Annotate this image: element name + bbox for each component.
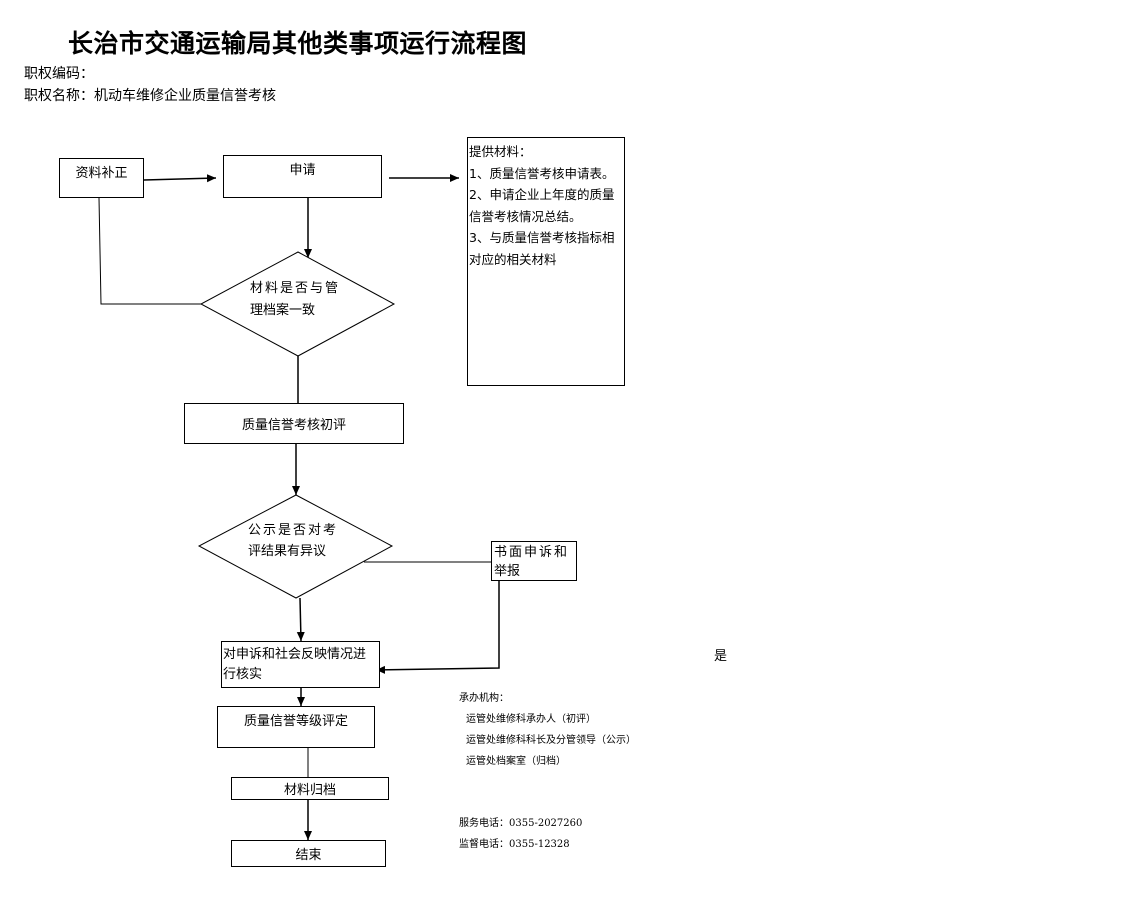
materials-item: 3、与质量信誉考核指标相 [469,230,615,245]
yes-label: 是 [714,649,728,664]
publicity-label-line2: 评结果有异议 [248,544,327,559]
org-item: 运管处维修科科长及分管领导（公示） [466,735,636,746]
apply-label: 申请 [289,163,316,178]
materials-item: 2、申请企业上年度的质量 [469,187,615,202]
arrow-supplement-to-apply [143,174,217,183]
complaint-label-line2: 举报 [494,564,521,579]
apply-box: 申请 [223,155,382,198]
arrow-complaint-to-verify [375,581,500,674]
publicity-label-line1: 公示是否对考 [248,523,339,538]
archive-box: 材料归档 [231,777,389,800]
diamond-publicity-objection [197,494,394,599]
check-label-line2: 理档案一致 [250,303,316,318]
end-label: 结束 [295,848,322,863]
service-phone: 服务电话：0355-2027260 [459,818,583,829]
page-title: 长治市交通运输局其他类事项运行流程图 [68,29,528,58]
org-label: 承办机构： [459,693,509,704]
supplement-label: 资料补正 [75,166,128,181]
org-item: 运管处维修科承办人（初评） [466,714,596,725]
materials-box: 提供材料： 1、质量信誉考核申请表。 2、申请企业上年度的质量 信誉考核情况总结… [467,137,625,386]
materials-item: 1、质量信誉考核申请表。 [469,165,615,181]
authority-name: 职权名称：机动车维修企业质量信誉考核 [24,88,276,104]
check-label-line1: 材料是否与管 [250,281,341,296]
grade-label: 质量信誉等级评定 [243,714,348,729]
initial-review-box: 质量信誉考核初评 [184,403,404,444]
arrow-publicity-to-verify [296,597,305,642]
verify-label-line1: 对申诉和社会反映情况进 [223,647,367,662]
supervision-phone: 监督电话：0355-12328 [459,839,570,850]
verify-label-line2: 行核实 [223,667,263,682]
archive-label: 材料归档 [283,783,336,798]
org-item: 运管处档案室（归档） [466,756,566,767]
grade-box: 质量信誉等级评定 [217,706,375,748]
verify-box: 对申诉和社会反映情况进 行核实 [221,641,380,688]
materials-item: 对应的相关材料 [469,251,557,267]
materials-item: 信誉考核情况总结。 [469,208,582,224]
line-check-back-to-supplement [98,197,201,305]
authority-code: 职权编码： [24,66,94,82]
complaint-box: 书面申诉和 举报 [491,541,577,581]
materials-heading: 提供材料： [469,144,532,159]
complaint-label-line1: 书面申诉和 [494,545,570,560]
supplement-box: 资料补正 [59,158,144,198]
initial-review-label: 质量信誉考核初评 [241,418,346,433]
end-box: 结束 [231,840,386,867]
